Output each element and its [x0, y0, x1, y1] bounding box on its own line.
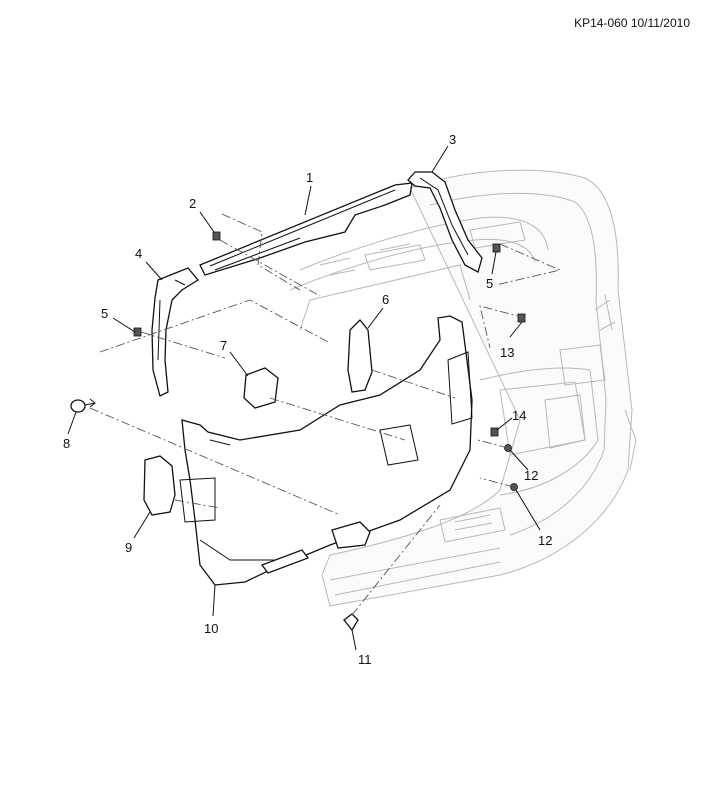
upper-garnish-molding: [199, 182, 413, 276]
callout-14: 14: [512, 408, 526, 423]
callout-2: 2: [189, 196, 196, 211]
fastener-14: [490, 427, 499, 437]
right-pillar-trim: [407, 171, 483, 273]
diagram-reference-code: KP14-060 10/11/2010: [574, 16, 690, 30]
main-trim-panel: [179, 315, 473, 586]
callout-7: 7: [220, 338, 227, 353]
fastener-11: [343, 613, 359, 632]
fastener-5-right: [492, 243, 501, 253]
fastener-2: [212, 231, 221, 241]
callout-8: 8: [63, 436, 70, 451]
callout-3: 3: [449, 132, 456, 147]
installation-centerlines: [89, 213, 562, 616]
callout-5-right: 5: [486, 276, 493, 291]
callout-4: 4: [135, 246, 142, 261]
plug-fastener: [70, 398, 96, 413]
callout-12-lower: 12: [538, 533, 552, 548]
left-pillar-trim: [151, 267, 199, 397]
callout-13: 13: [500, 345, 514, 360]
callout-9: 9: [125, 540, 132, 555]
callout-labels: 1 2 3 4 5 5 6 7 8 9 10 11 12 12 13 14: [63, 132, 552, 667]
fastener-5-left: [133, 327, 142, 337]
access-plug-cover: [243, 367, 279, 409]
lower-side-cover: [143, 455, 176, 516]
callout-12-upper: 12: [524, 468, 538, 483]
callout-6: 6: [382, 292, 389, 307]
callout-11: 11: [358, 652, 372, 667]
liftgate-body-outline: [289, 169, 637, 607]
callout-5-left: 5: [101, 306, 108, 321]
access-cover-upper: [347, 319, 373, 393]
callout-10: 10: [204, 621, 218, 636]
callout-1: 1: [306, 170, 313, 185]
